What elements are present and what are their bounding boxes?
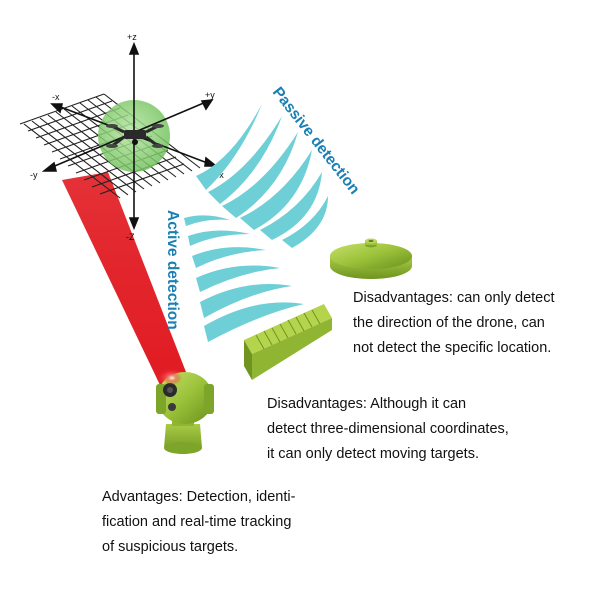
axis-label-minus-z: -Z: [126, 232, 135, 242]
passive-detection-label: Passive detection: [269, 84, 363, 198]
active-waves: [184, 215, 304, 342]
note-line: of suspicious targets.: [102, 539, 239, 555]
passive-waves: [196, 104, 328, 248]
note-line: Advantages: Detection, identi-: [102, 489, 296, 505]
note-line: not detect the specific location.: [353, 340, 552, 356]
note-line: it can only detect moving targets.: [267, 446, 479, 462]
note-line: detect three-dimensional coordinates,: [267, 421, 509, 437]
passive-disadvantages-note: Disadvantages: can only detect the direc…: [353, 286, 555, 361]
active-detection-label: Active detection: [164, 210, 181, 330]
axis-label-plus-y: +y: [205, 90, 215, 100]
note-line: the direction of the drone, can: [353, 315, 545, 331]
camera-advantages-note: Advantages: Detection, identi- fication …: [102, 485, 295, 560]
camera-turret-device: [156, 371, 214, 454]
note-line: fication and real-time tracking: [102, 514, 292, 530]
axis-label-plus-z: +z: [127, 32, 137, 42]
drone-icon: [106, 124, 164, 148]
active-disadvantages-note: Disadvantages: Although it can detect th…: [267, 392, 509, 467]
axis-label-minus-y: -y: [30, 170, 38, 180]
passive-detector-device: [330, 238, 412, 279]
note-line: Disadvantages: can only detect: [353, 290, 555, 306]
axis-label-minus-x: -x: [52, 92, 60, 102]
note-line: Disadvantages: Although it can: [267, 396, 467, 412]
camera-beam: [62, 172, 186, 385]
active-radar-device: [244, 304, 332, 380]
